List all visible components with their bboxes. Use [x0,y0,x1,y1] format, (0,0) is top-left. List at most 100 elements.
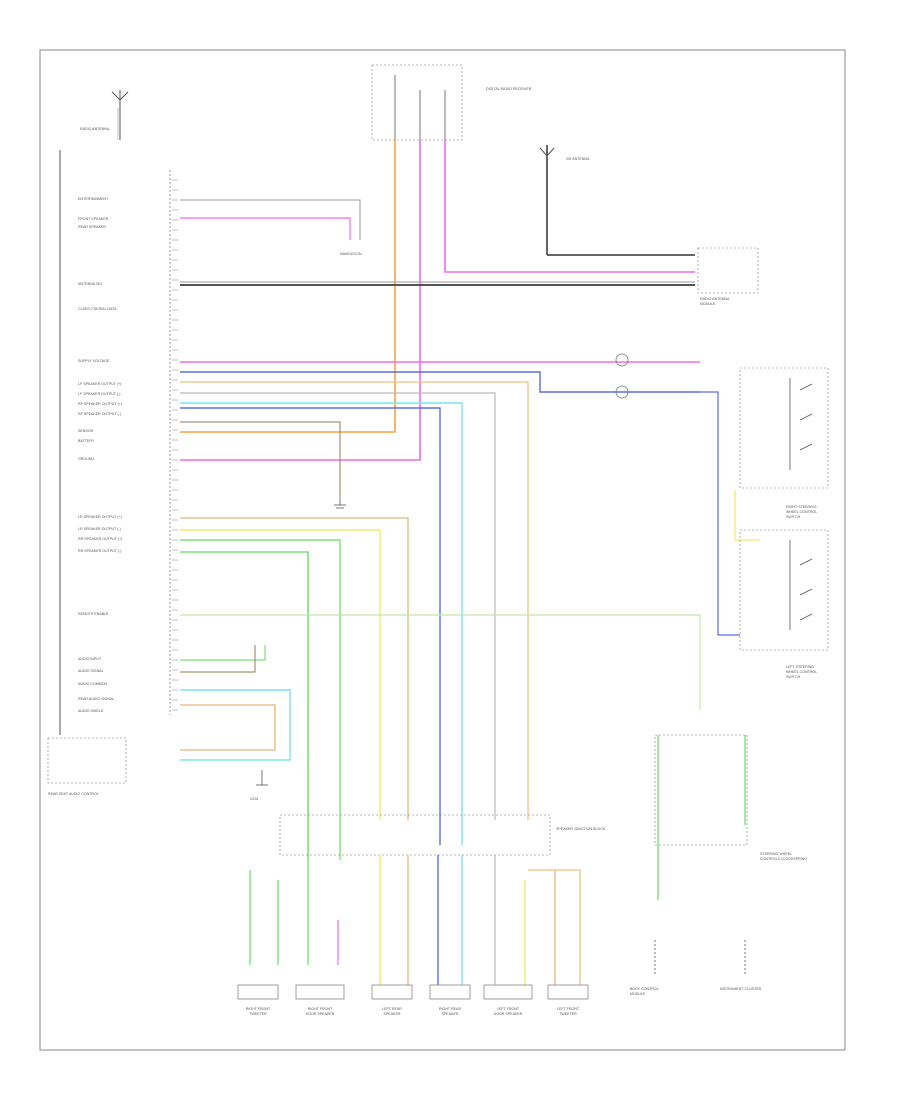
module-label: CONTROLS CLOCKSPRING [760,857,807,861]
radio-pin-label: RF SPEAKER OUTPUT (-) [78,412,121,416]
radio-pin-label: REAR SPEAKER [78,225,106,229]
diagram-frame [39,49,846,1051]
radio-pin-label: LR SPEAKER OUTPUT (-) [78,527,121,531]
speaker-junction-label: SPEAKER JUNCTION BLOCK [556,827,606,831]
radio-pin-label: RADIO ANTENNA [80,127,110,131]
wire-green-3 [180,645,266,661]
xm-antenna-label: XM ANTENNA [566,157,590,161]
wire-blue-3 [180,407,441,845]
switch-contacts [789,378,813,630]
radio-pin-label: SUPPLY VOLTAGE [78,359,110,363]
wire-magenta-nav [180,217,351,240]
module-label: MODULE [700,302,716,306]
wire-green-1 [180,539,341,860]
speaker-label: LEFT REAR [382,1007,402,1011]
radio-antenna-module [697,247,759,294]
radio-pin-label: FRONT SPEAKER [78,217,109,221]
wire-yellow-1 [180,529,381,820]
module-label: SWITCH [786,675,801,679]
radio-pin-label: CLASS 2 SERIAL DATA [78,307,117,311]
module-label: INSTRUMENT CLUSTER [720,987,762,991]
module-label: BODY CONTROL [630,987,659,991]
speaker-lr [371,984,413,1000]
radio-pin-ticks [172,179,178,711]
speaker-label: DOOR SPEAKER [306,1012,335,1016]
speaker-lf-door [483,984,533,1000]
ground-icon [334,500,346,509]
module-label: WHEEL CONTROL [786,510,817,514]
radio-pin-label: RR SPEAKER OUTPUT (+) [78,537,122,541]
wire-brown-2 [180,645,256,673]
wire-gray-nav [180,199,361,240]
speaker-label: LEFT FRONT [497,1007,520,1011]
speaker-label: TWEETER [249,1012,267,1016]
speaker-label: RIGHT REAR [439,1007,462,1011]
radio-pin-label: RR SPEAKER OUTPUT (-) [78,549,121,553]
speaker-lf-tweeter [547,984,589,1000]
spk-wire-tan-3 [528,869,581,985]
xm-antenna-icon [539,145,695,256]
speaker-rf-tweeter [237,984,279,1000]
speaker-row [237,984,589,1000]
wire-brown [180,421,341,500]
radio-pin-label: LF SPEAKER OUTPUT (+) [78,382,121,386]
antenna-icon [111,90,129,140]
wire-lightgreen [180,614,701,710]
module-label: SWITCH [786,515,801,519]
module-label: WHEEL CONTROL [786,670,817,674]
wire-tan-3 [180,704,276,751]
wire-gray-2 [180,392,496,820]
wire-cyan-2 [180,689,291,761]
speaker-label: TWEETER [559,1012,577,1016]
speaker-label: SPEAKER [384,1012,401,1016]
radio-pin-label: GROUND [78,457,94,461]
wire-yellow-right [734,490,760,541]
speaker-label: SPEAKER [442,1012,459,1016]
speaker-label: RIGHT FRONT [246,1007,271,1011]
ground-icon-2 [256,770,268,786]
wire-tan-1 [180,381,529,820]
radio-pin-label: REAR AUDIO SIGNAL [78,697,114,701]
module-label: LEFT STEERING [786,665,814,669]
right-switch-box [739,367,829,489]
radio-pin-label: AUDIO COMMON [78,682,108,686]
wire-blue-2 [700,391,740,636]
wire-orange [180,140,396,433]
speaker-label: RIGHT FRONT [308,1007,333,1011]
digital-radio-label: DIGITAL RADIO RECEIVER [486,87,532,91]
speaker-rf-door [295,984,345,1000]
radio-pin-label: AUDIO SHIELD [78,709,104,713]
radio-pin-label: AUDIO INPUT [78,657,102,661]
radio-pin-label: ENTERTAINMENT [78,197,109,201]
rear-seat-audio-box [47,737,127,784]
speaker-junction-box [279,814,551,856]
wire-green-2 [180,551,309,860]
speaker-rr [429,984,471,1000]
ground-label: G201 [250,797,259,801]
radio-pin-label: LR SPEAKER OUTPUT (+) [78,515,122,519]
radio-pin-label: REMOTE ENABLE [78,612,109,616]
radio-pin-labels: RADIO ANTENNA ENTERTAINMENT FRONT SPEAKER R… [78,127,122,713]
speaker-label: DOOR SPEAKER [494,1012,523,1016]
clockspring-icon [615,353,629,399]
radio-pin-label: BATTERY [78,439,95,443]
wire-blue-1 [180,371,700,393]
radio-pin-label: AUDIO SIGNAL [78,669,104,673]
body-control-box [654,734,748,846]
radio-pin-label: RF SPEAKER OUTPUT (+) [78,402,122,406]
module-label: MODULE [630,992,646,996]
wire-tan-2 [180,517,409,820]
navigation-label: NAVIGATION [340,252,362,256]
radio-pin-label: ANTENNA SIG [78,282,102,286]
wire-magenta-2 [444,140,695,273]
module-label: STEERING WHEEL [760,852,792,856]
rear-seat-audio-label: REAR SEAT AUDIO CONTROL [48,792,99,796]
radio-pin-label: LF SPEAKER OUTPUT (-) [78,392,120,396]
speaker-label: LEFT FRONT [557,1007,580,1011]
top-connector [371,64,463,141]
radio-pin-label: SENSOR [78,429,94,433]
module-label: RADIO ANTENNA [700,297,730,301]
